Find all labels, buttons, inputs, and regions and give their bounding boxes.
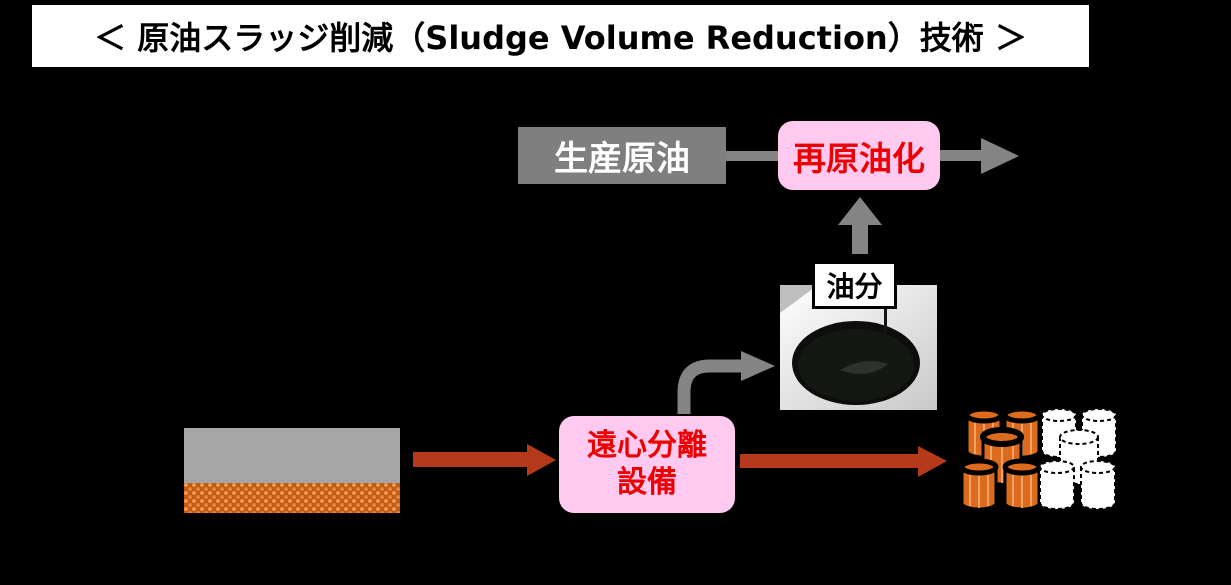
- oil-fraction-up-arrow-icon: [838, 197, 882, 254]
- page-title: ＜ 原油スラッジ削減（Sludge Volume Reduction）技術 ＞: [94, 19, 1027, 57]
- tank-sludge-layer: [184, 483, 400, 513]
- centrifuge-box: 遠心分離 設備: [559, 416, 735, 513]
- centrifuge-label-line1: 遠心分離: [587, 427, 707, 463]
- tank-oil-layer: [184, 428, 400, 483]
- centrifuge-to-oil-curved-arrow-icon: [677, 359, 741, 414]
- orange-drum: [1002, 458, 1042, 511]
- title-box: ＜ 原油スラッジ削減（Sludge Volume Reduction）技術 ＞: [32, 5, 1089, 67]
- centrifuge-to-oil-arrowhead-icon: [741, 351, 775, 381]
- tank-to-centrifuge-arrow-icon: [413, 444, 556, 476]
- orange-drums-icon: [959, 406, 1042, 511]
- white-drums-icon: [1039, 408, 1117, 510]
- re-crude-box: 再原油化: [778, 121, 940, 190]
- orange-drum: [959, 458, 999, 511]
- centrifuge-label-line2: 設備: [617, 464, 677, 500]
- re-crude-label: 再原油化: [793, 138, 925, 178]
- oil-fraction-label: 油分: [826, 270, 883, 303]
- produced-oil-label: 生産原油: [554, 139, 690, 179]
- white-drum: [1080, 460, 1116, 510]
- photo-table-edge: [780, 285, 818, 313]
- oil-pour-stream: [884, 285, 887, 333]
- centrifuge-label: 遠心分離 設備: [587, 428, 707, 501]
- sludge-tank-icon: [184, 428, 400, 513]
- produced-oil-box: 生産原油: [518, 127, 726, 184]
- oil-fraction-box: 油分: [812, 261, 897, 309]
- oil-photo-art: [780, 285, 920, 405]
- centrifuge-to-drums-arrow-icon: [740, 446, 947, 477]
- connector-produced-oil-to-recrude: [726, 151, 778, 161]
- recrude-output-arrow-icon: [940, 138, 1019, 174]
- white-drum: [1039, 460, 1075, 510]
- oil-highlight: [840, 361, 888, 374]
